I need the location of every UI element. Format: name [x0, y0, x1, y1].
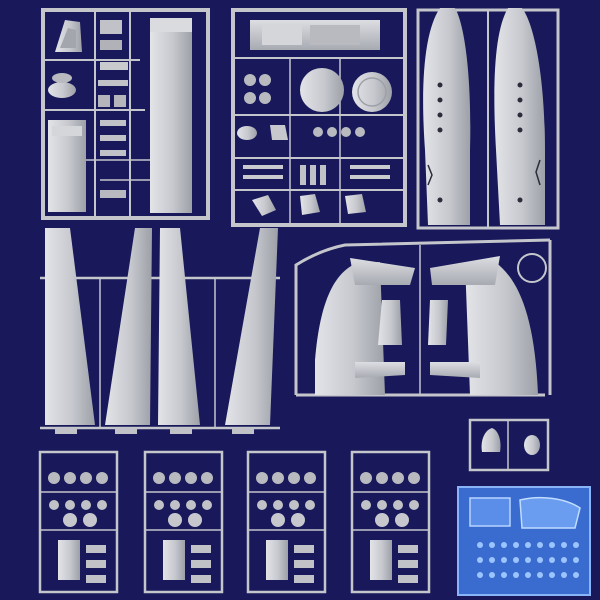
tail-parts	[315, 256, 538, 395]
fuselage-interior-parts	[48, 18, 192, 213]
engine-sprue-4	[350, 450, 431, 594]
engine-details-parts	[237, 20, 392, 216]
engine-sprue-3	[246, 450, 327, 594]
engine-sprue-2	[143, 450, 224, 594]
small-parts-sprue	[468, 418, 550, 472]
fuselage-halves-sprue	[416, 8, 560, 230]
fuselage-halves-parts	[423, 8, 545, 225]
fuselage-interior-sprue	[41, 8, 210, 220]
wing-panels-parts	[45, 228, 278, 434]
engine-sprue-1	[38, 450, 119, 594]
clear-parts-sprue	[457, 486, 591, 596]
small-parts	[481, 428, 540, 455]
engine-details-sprue	[231, 8, 407, 227]
